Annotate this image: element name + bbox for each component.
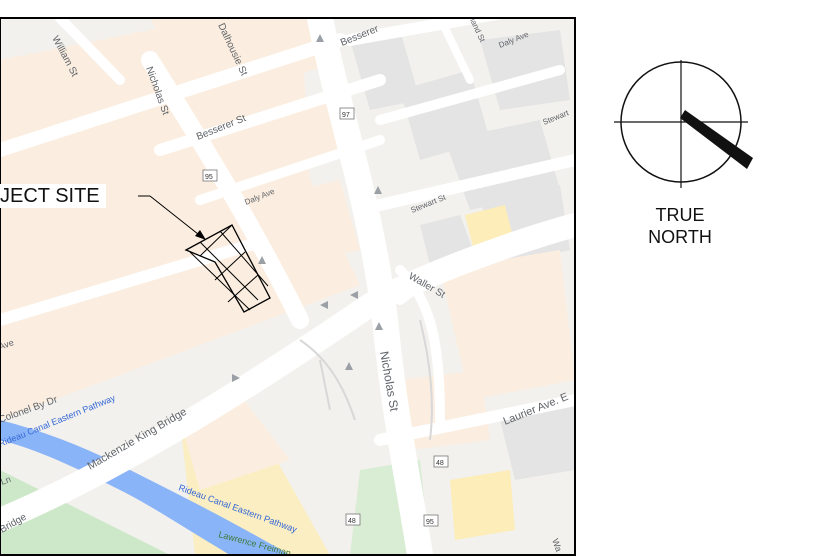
project-site-label: JECT SITE (0, 184, 106, 208)
map-canvas: William St Dalhousie St Besserer St Bess… (0, 18, 575, 555)
route-shield: 95 (423, 514, 439, 527)
svg-text:48: 48 (348, 518, 356, 525)
north-arrow-icon (614, 60, 753, 188)
north-label-north: NORTH (648, 227, 712, 247)
svg-text:48: 48 (436, 460, 444, 467)
project-site-parcel (184, 224, 271, 313)
street-label: Ln (0, 474, 12, 487)
road-network (0, 18, 575, 555)
traffic-arrows (232, 34, 383, 382)
svg-text:95: 95 (205, 174, 213, 181)
rideau-canal (0, 420, 290, 555)
route-shield: 48 (433, 455, 449, 468)
map-frame (0, 17, 576, 556)
north-label-true: TRUE (655, 205, 705, 225)
route-shield: 48 (345, 513, 361, 526)
route-shield: 97 (339, 107, 355, 120)
svg-text:97: 97 (342, 112, 350, 119)
route-shield: 95 (202, 169, 218, 182)
svg-text:95: 95 (426, 519, 434, 526)
street-label: Wa (550, 537, 564, 553)
